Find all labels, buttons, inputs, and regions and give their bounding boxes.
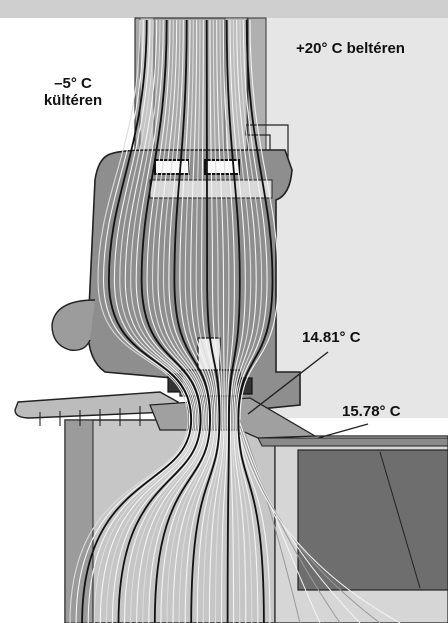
isotherm-line [178,19,217,623]
surface-temp-label-2: 15.78° C [342,403,401,420]
isotherm-line [239,425,341,623]
isotherm-line [231,19,252,623]
isotherm-line [142,19,208,623]
isotherm-line [136,19,206,623]
isotherm-line [239,422,321,623]
wall-outer-strip [64,419,94,623]
isotherm-line [214,19,230,623]
interior-dark-block [297,449,448,591]
isotherm-line [105,19,199,623]
isotherm-line [237,19,274,623]
interior-curve [379,451,421,589]
isotherm-line [225,19,241,623]
sash-outer-lip [51,299,96,351]
interior-sill-top [257,437,448,447]
isotherm-line [93,19,195,623]
isotherm-line [239,19,279,623]
isotherm-line [233,19,257,623]
isotherm-line [190,19,221,623]
isotherm-line [184,19,219,623]
isotherm-line [75,19,191,623]
isotherm-line [117,19,202,623]
isotherm-line [123,19,203,623]
isotherm-line [148,19,210,623]
isotherm-line [81,19,193,623]
surface-temp-label-1: 14.81° C [302,329,361,346]
indoor-area [248,18,448,418]
isotherm-line [87,19,194,623]
isotherm-line [208,19,225,623]
leader-line-1 [247,351,329,415]
isotherm-line [160,19,213,623]
isotherm-line [239,419,301,623]
leader-line-2 [317,423,369,439]
isotherm-line [196,19,222,623]
isotherm-line [172,19,216,623]
outdoor-temperature-label: –5° C kültéren [18,75,128,110]
isotherm-line [234,19,263,623]
isotherm-line [166,19,214,623]
isotherm-line [239,434,401,623]
wall-block [64,419,276,623]
outdoor-temp-value: –5° C [54,75,92,92]
isotherm-line [229,19,246,623]
isotherm-line [130,19,205,623]
isotherm-line [239,428,361,623]
isotherm-line [99,19,197,623]
isotherm-line [69,19,189,623]
exterior-sill-teeth [39,406,141,426]
isotherm-line [236,19,268,623]
isotherm-line [202,19,224,623]
top-band [0,0,448,18]
isotherm-line [111,19,200,623]
isotherm-line [220,19,235,623]
indoor-temperature-label: +20° C beltéren [296,40,405,57]
isotherm-lines [69,19,401,623]
outdoor-word: kültéren [43,92,103,110]
isotherm-line [153,19,212,623]
